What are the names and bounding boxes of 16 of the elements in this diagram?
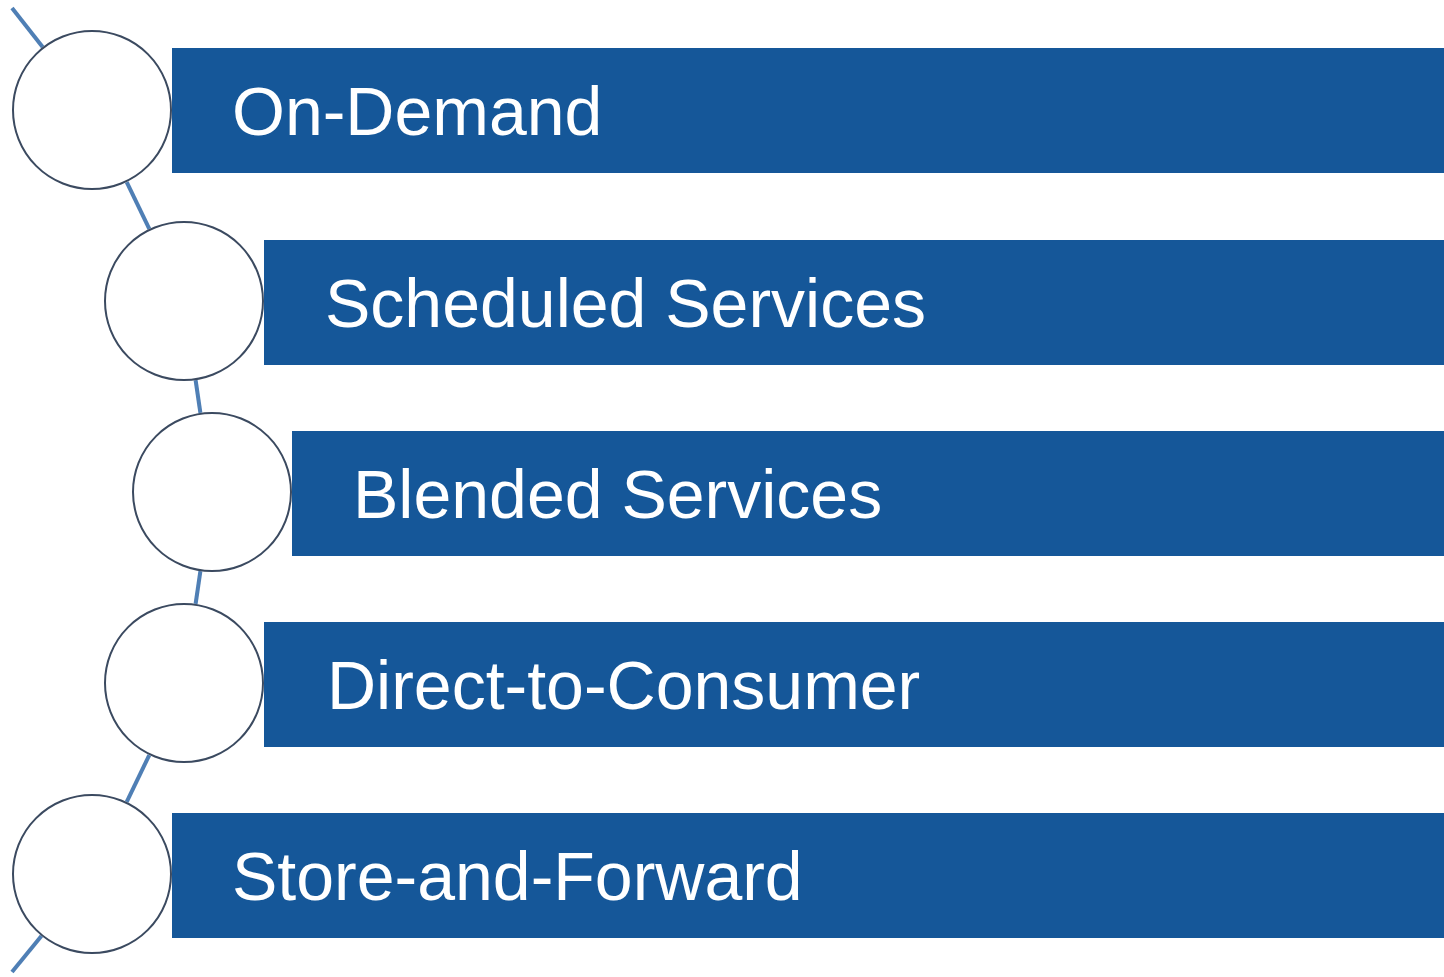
service-bar (264, 240, 1444, 365)
service-bar (292, 431, 1444, 556)
connector-line (193, 379, 203, 414)
service-bar (172, 48, 1444, 173)
connector-line (10, 6, 45, 49)
connector-line (124, 181, 152, 230)
bar-label: Blended Services (353, 459, 883, 528)
bar-label: On-Demand (232, 76, 603, 145)
bar-label: Scheduled Services (325, 268, 926, 337)
connector-line (124, 754, 152, 803)
connector-line (10, 934, 43, 974)
service-bar (172, 813, 1444, 938)
connector-line (193, 570, 203, 605)
bar-label: Direct-to-Consumer (327, 650, 921, 719)
service-bar (264, 622, 1444, 747)
bar-label: Store-and-Forward (232, 841, 803, 910)
